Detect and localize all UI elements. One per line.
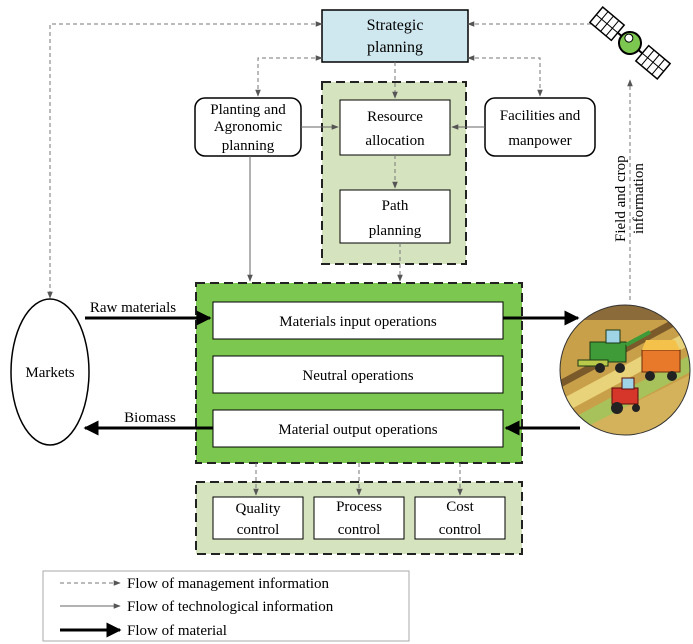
quality-label-1: Quality xyxy=(236,501,281,517)
planting-label-3: planning xyxy=(222,138,275,154)
markets-label: Markets xyxy=(25,365,74,381)
cost-label-2: control xyxy=(439,522,482,538)
satellite-icon xyxy=(588,6,672,80)
legend-technological: Flow of technological information xyxy=(60,599,334,615)
path-planning-node: Path planning xyxy=(339,189,451,244)
strategic-label-1: Strategic xyxy=(367,17,424,34)
resource-label-1: Resource xyxy=(367,109,423,125)
planting-planning-node: Planting and Agronomic planning xyxy=(194,97,302,157)
legend-management: Flow of management information xyxy=(60,576,330,592)
material-output-label: Material output operations xyxy=(278,422,437,438)
process-label-2: control xyxy=(338,522,381,538)
legend-management-label: Flow of management information xyxy=(127,576,330,592)
quality-control-node: Quality control xyxy=(212,496,304,540)
raw-materials-label: Raw materials xyxy=(90,300,176,316)
legend-material: Flow of material xyxy=(60,622,227,639)
process-control-node: Process control xyxy=(313,496,405,540)
path-label-1: Path xyxy=(382,198,409,214)
quality-label-2: control xyxy=(237,522,280,538)
flow-strategic-to-facilities xyxy=(467,55,543,97)
neutral-operations-node: Neutral operations xyxy=(212,355,504,394)
field-harvester-icon xyxy=(559,304,691,436)
materials-input-label: Materials input operations xyxy=(279,314,437,330)
field-info-label: Field and crop information xyxy=(613,155,647,242)
cost-label-1: Cost xyxy=(446,499,474,515)
field-info-label-2: information xyxy=(631,163,647,234)
facilities-label-2: manpower xyxy=(508,133,571,149)
cost-control-node: Cost control xyxy=(414,496,506,540)
strategic-planning-node: Strategic planning xyxy=(321,9,469,63)
markets-node: Markets xyxy=(10,298,90,446)
strategic-label-2: planning xyxy=(367,39,423,56)
planting-label-2: Agronomic xyxy=(214,119,283,135)
path-label-2: planning xyxy=(369,223,422,239)
legend-technological-label: Flow of technological information xyxy=(127,599,334,615)
process-label-1: Process xyxy=(336,499,382,515)
biomass-label: Biomass xyxy=(124,410,176,426)
planting-label-1: Planting and xyxy=(210,102,286,118)
flow-strategic-to-markets xyxy=(47,21,323,299)
facilities-node: Facilities and manpower xyxy=(484,97,596,157)
facilities-label-1: Facilities and xyxy=(500,108,581,124)
field-info-label-1: Field and crop xyxy=(613,155,629,242)
legend: Flow of management information Flow of t… xyxy=(42,570,410,642)
material-output-node: Material output operations xyxy=(212,409,504,448)
resource-label-2: allocation xyxy=(365,133,425,149)
flow-strategic-to-planting xyxy=(255,55,323,97)
resource-allocation-node: Resource allocation xyxy=(339,99,451,156)
neutral-label: Neutral operations xyxy=(302,368,413,384)
materials-input-node: Materials input operations xyxy=(212,301,504,340)
legend-material-label: Flow of material xyxy=(127,623,227,639)
